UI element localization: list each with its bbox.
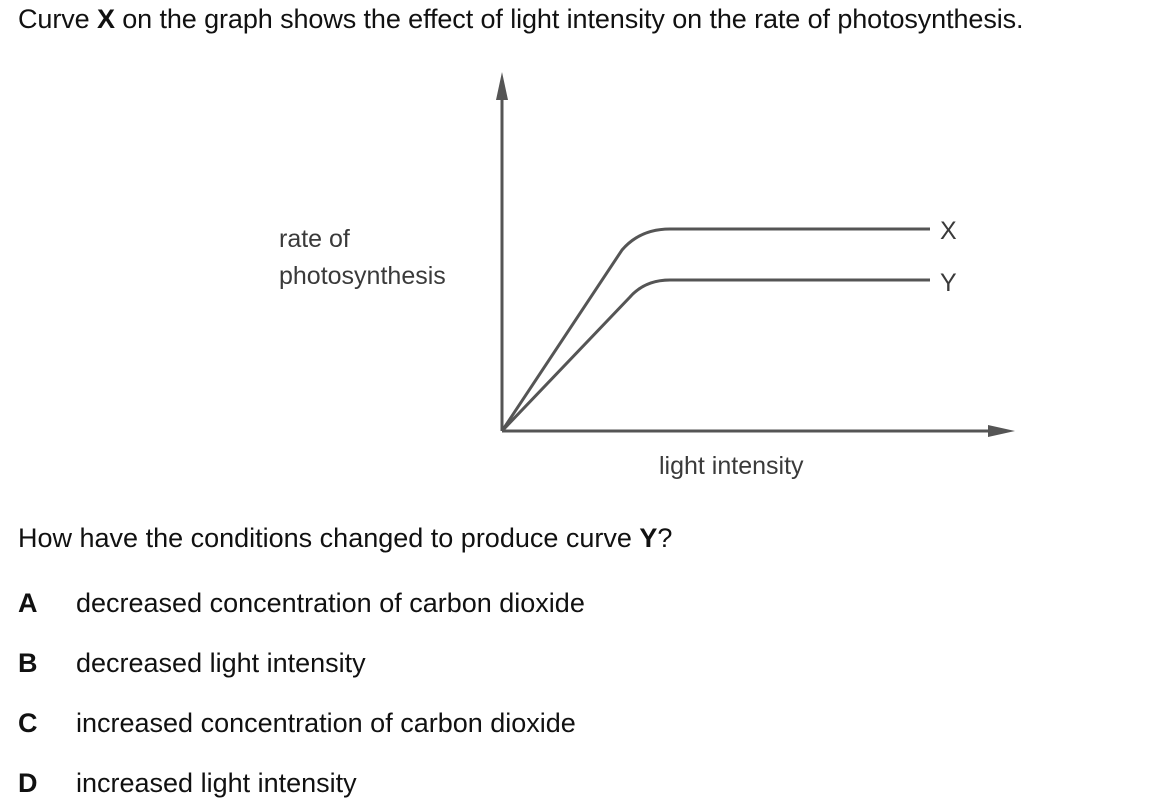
y-axis-label-line2: photosynthesis — [279, 262, 446, 290]
x-axis-arrowhead — [988, 425, 1015, 437]
option-text: increased concentration of carbon dioxid… — [76, 708, 576, 738]
intro-curve-label: X — [96, 4, 115, 34]
y-axis-arrowhead — [496, 72, 508, 100]
option-letter: D — [18, 768, 38, 798]
intro-prefix: Curve — [18, 4, 97, 34]
option-a[interactable]: A decreased concentration of carbon diox… — [18, 588, 585, 619]
x-axis-label: light intensity — [659, 452, 804, 480]
option-c[interactable]: C increased concentration of carbon diox… — [18, 708, 576, 739]
option-letter: B — [18, 648, 38, 678]
option-letter: C — [18, 708, 38, 738]
option-d[interactable]: D increased light intensity — [18, 768, 357, 799]
option-letter: A — [18, 588, 38, 618]
curve-x — [500, 227, 930, 432]
question-prefix: How have the conditions changed to produ… — [18, 523, 640, 553]
option-b[interactable]: B decreased light intensity — [18, 648, 366, 679]
question-intro: Curve X on the graph shows the effect of… — [18, 4, 1024, 35]
curve-y — [500, 278, 930, 433]
question-curve-label: Y — [639, 523, 658, 553]
question-suffix: ? — [657, 523, 673, 553]
curve-x-label: X — [940, 217, 957, 245]
curve-y-label: Y — [940, 269, 957, 297]
intro-suffix: on the graph shows the effect of light i… — [114, 4, 1024, 34]
y-axis-label-line1: rate of — [279, 225, 350, 253]
option-text: decreased concentration of carbon dioxid… — [76, 588, 585, 618]
option-text: decreased light intensity — [76, 648, 366, 678]
question-prompt: How have the conditions changed to produ… — [18, 523, 672, 554]
option-text: increased light intensity — [76, 768, 357, 798]
